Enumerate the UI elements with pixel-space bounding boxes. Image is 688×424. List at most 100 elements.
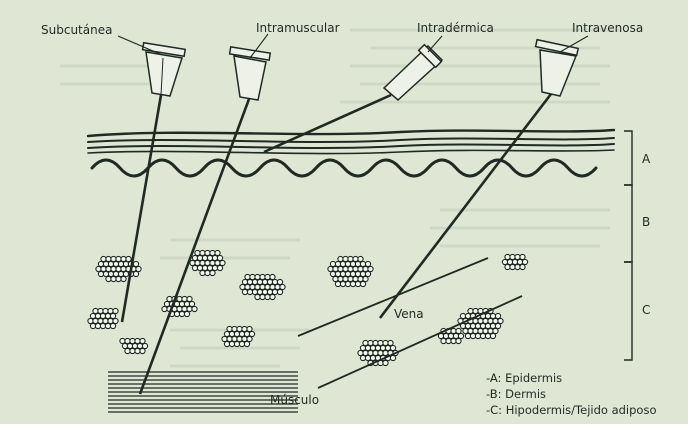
fat-cell	[505, 264, 510, 269]
fat-cell	[348, 266, 353, 271]
fat-cell	[105, 313, 110, 318]
fat-cell	[247, 326, 252, 331]
fat-cell	[468, 308, 473, 313]
fat-cell	[520, 254, 525, 259]
fat-cell	[200, 250, 205, 255]
fat-cell	[121, 256, 126, 261]
fat-cell	[383, 350, 388, 355]
fat-cell	[250, 274, 255, 279]
label-intravenosa: Intravenosa	[572, 21, 643, 35]
fat-cell	[164, 301, 169, 306]
fat-cluster	[88, 308, 118, 328]
fat-cell	[215, 250, 220, 255]
fat-cell	[330, 261, 335, 266]
fat-cell	[363, 350, 368, 355]
fat-cell	[232, 336, 237, 341]
fat-cell	[197, 265, 202, 270]
fat-cell	[122, 343, 127, 348]
fat-cell	[252, 279, 257, 284]
fat-cell	[257, 279, 262, 284]
fat-cell	[473, 308, 478, 313]
fat-cell	[353, 276, 358, 281]
fat-cell	[480, 323, 485, 328]
fat-cluster	[438, 328, 463, 343]
layer-label-a: A	[642, 152, 651, 166]
fat-cell	[363, 266, 368, 271]
fat-cell	[470, 333, 475, 338]
fat-cluster	[190, 250, 225, 275]
fat-cell	[465, 313, 470, 318]
dermis-wavy-line	[92, 160, 596, 176]
fat-cell	[210, 250, 215, 255]
fat-cell	[373, 340, 378, 345]
fat-cell	[192, 255, 197, 260]
fat-cell	[343, 276, 348, 281]
fat-cell	[140, 348, 145, 353]
fat-cell	[275, 284, 280, 289]
muscle-label: Músculo	[270, 393, 319, 407]
fat-cell	[95, 313, 100, 318]
fat-cell	[360, 261, 365, 266]
fat-cell	[111, 256, 116, 261]
fat-cell	[453, 333, 458, 338]
fat-cell	[252, 289, 257, 294]
fat-cell	[270, 284, 275, 289]
fat-cell	[328, 266, 333, 271]
fat-cell	[355, 261, 360, 266]
fat-cell	[485, 333, 490, 338]
fat-cell	[103, 308, 108, 313]
fat-cell	[390, 355, 395, 360]
fat-cell	[368, 350, 373, 355]
fat-cell	[475, 323, 480, 328]
fat-cell	[215, 260, 220, 265]
fat-cell	[101, 256, 106, 261]
fat-cell	[245, 284, 250, 289]
fat-cell	[495, 313, 500, 318]
fat-cell	[100, 313, 105, 318]
legend-item-b: -B: Dermis	[486, 387, 546, 401]
fat-cell	[100, 323, 105, 328]
fat-cell	[212, 265, 217, 270]
fat-cell	[237, 326, 242, 331]
fat-cell	[116, 276, 121, 281]
fat-cell	[250, 284, 255, 289]
fat-cell	[105, 323, 110, 328]
epidermis-line-1	[88, 130, 614, 136]
fat-cell	[93, 308, 98, 313]
fat-cell	[465, 333, 470, 338]
fat-cell	[340, 271, 345, 276]
fat-cell	[277, 289, 282, 294]
fat-cell	[224, 341, 229, 346]
fat-cell	[465, 323, 470, 328]
fat-cell	[260, 284, 265, 289]
fat-cell	[340, 261, 345, 266]
fat-cell	[130, 348, 135, 353]
fat-cell	[96, 266, 101, 271]
fat-cell	[98, 308, 103, 313]
fat-cell	[383, 340, 388, 345]
fat-cluster	[120, 338, 148, 353]
fat-cell	[98, 261, 103, 266]
fat-cell	[495, 323, 500, 328]
fat-cell	[90, 313, 95, 318]
fat-cell	[108, 308, 113, 313]
fat-cell	[517, 259, 522, 264]
fat-cell	[365, 345, 370, 350]
fat-cell	[272, 289, 277, 294]
fat-cell	[95, 323, 100, 328]
fat-cell	[126, 256, 131, 261]
fat-cell	[358, 266, 363, 271]
fat-cell	[488, 318, 493, 323]
fat-cell	[456, 338, 461, 343]
fat-cluster	[502, 254, 527, 269]
fat-cell	[343, 256, 348, 261]
layer-label-b: B	[642, 215, 650, 229]
fat-cell	[265, 294, 270, 299]
fat-cell	[490, 333, 495, 338]
fat-cluster	[328, 256, 373, 286]
fat-cell	[184, 311, 189, 316]
fat-cell	[460, 313, 465, 318]
fat-cell	[385, 345, 390, 350]
fat-cell	[179, 311, 184, 316]
